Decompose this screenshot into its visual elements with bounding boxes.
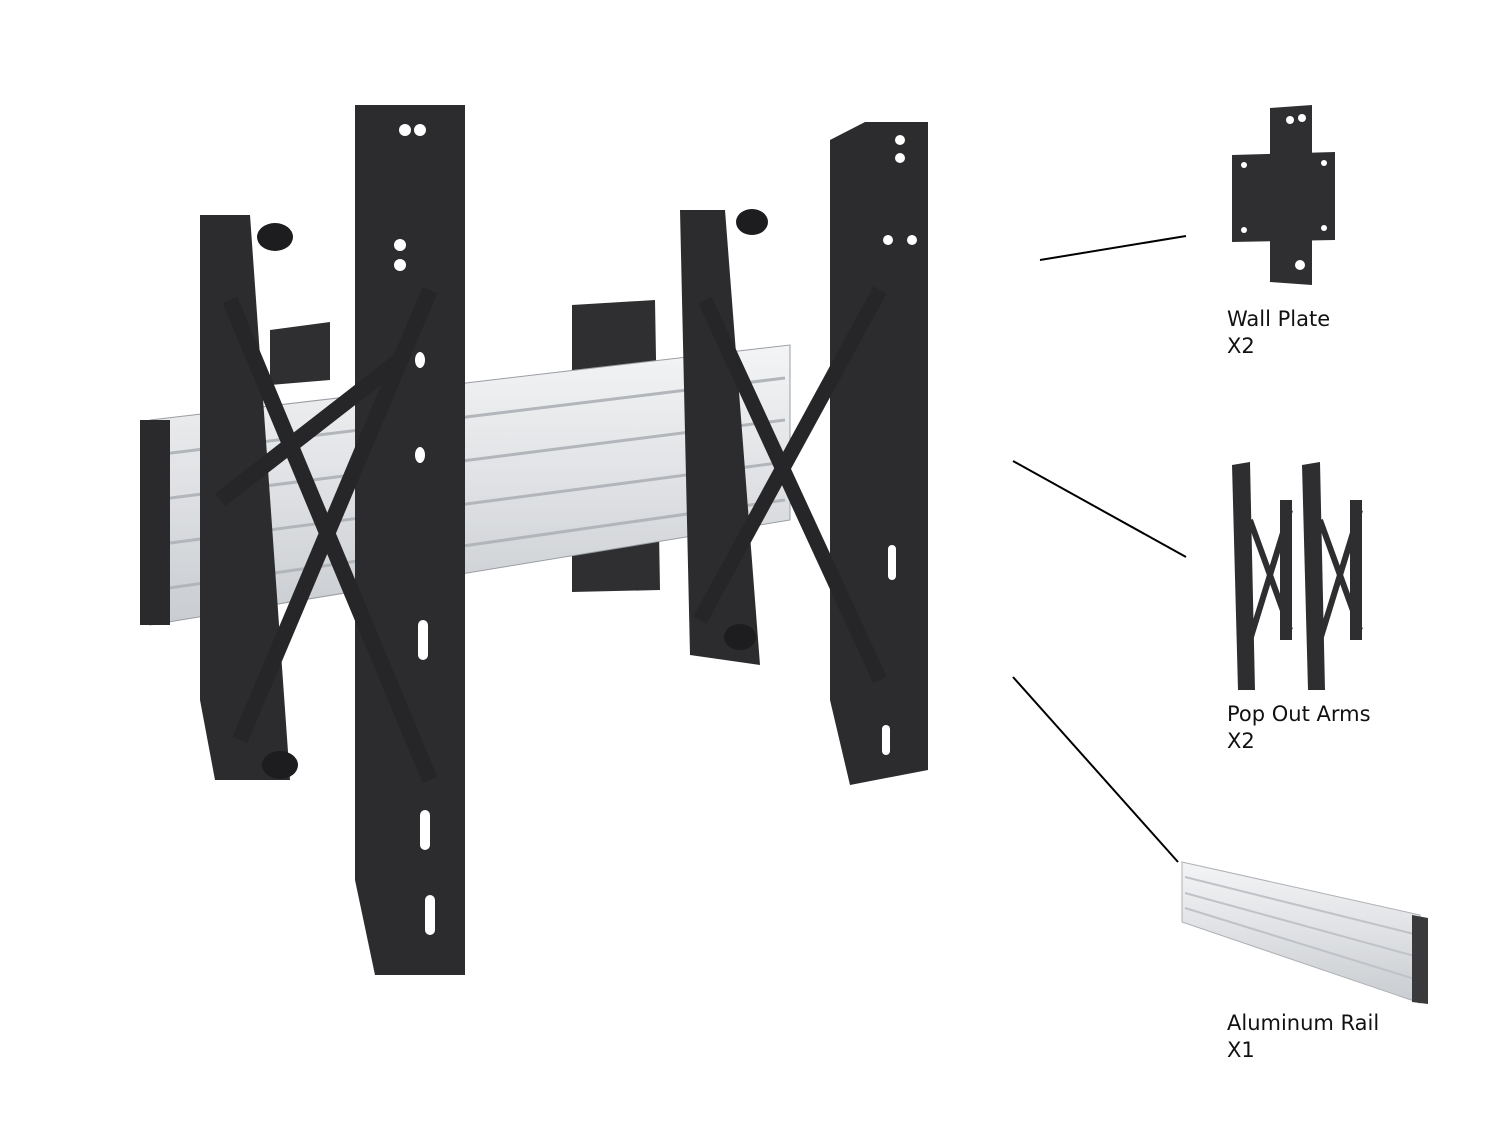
pop-out-arm-left — [200, 105, 465, 975]
leader-line-pop-out-arms — [1012, 460, 1187, 558]
component-name: Aluminum Rail — [1227, 1011, 1380, 1035]
assembled-mount-illustration — [140, 105, 928, 975]
wall-plate-thumbnail — [1232, 105, 1335, 285]
pop-out-arm-right — [680, 122, 928, 785]
component-label-wall-plate: Wall Plate X2 — [1227, 306, 1330, 360]
leader-line-aluminum-rail — [1012, 676, 1179, 863]
component-name: Pop Out Arms — [1227, 702, 1371, 726]
wall-plate-left — [270, 322, 330, 385]
component-name: Wall Plate — [1227, 307, 1331, 331]
component-quantity: X2 — [1227, 334, 1255, 358]
component-quantity: X2 — [1227, 729, 1255, 753]
aluminum-rail-thumbnail — [1181, 861, 1428, 1004]
component-label-pop-out-arms: Pop Out Arms X2 — [1227, 701, 1371, 755]
leader-line-wall-plate — [1039, 235, 1187, 261]
pop-out-arms-thumbnail — [1232, 462, 1363, 690]
component-quantity: X1 — [1227, 1038, 1255, 1062]
component-label-aluminum-rail: Aluminum Rail X1 — [1227, 1010, 1379, 1064]
rail-end-cap — [140, 420, 170, 625]
